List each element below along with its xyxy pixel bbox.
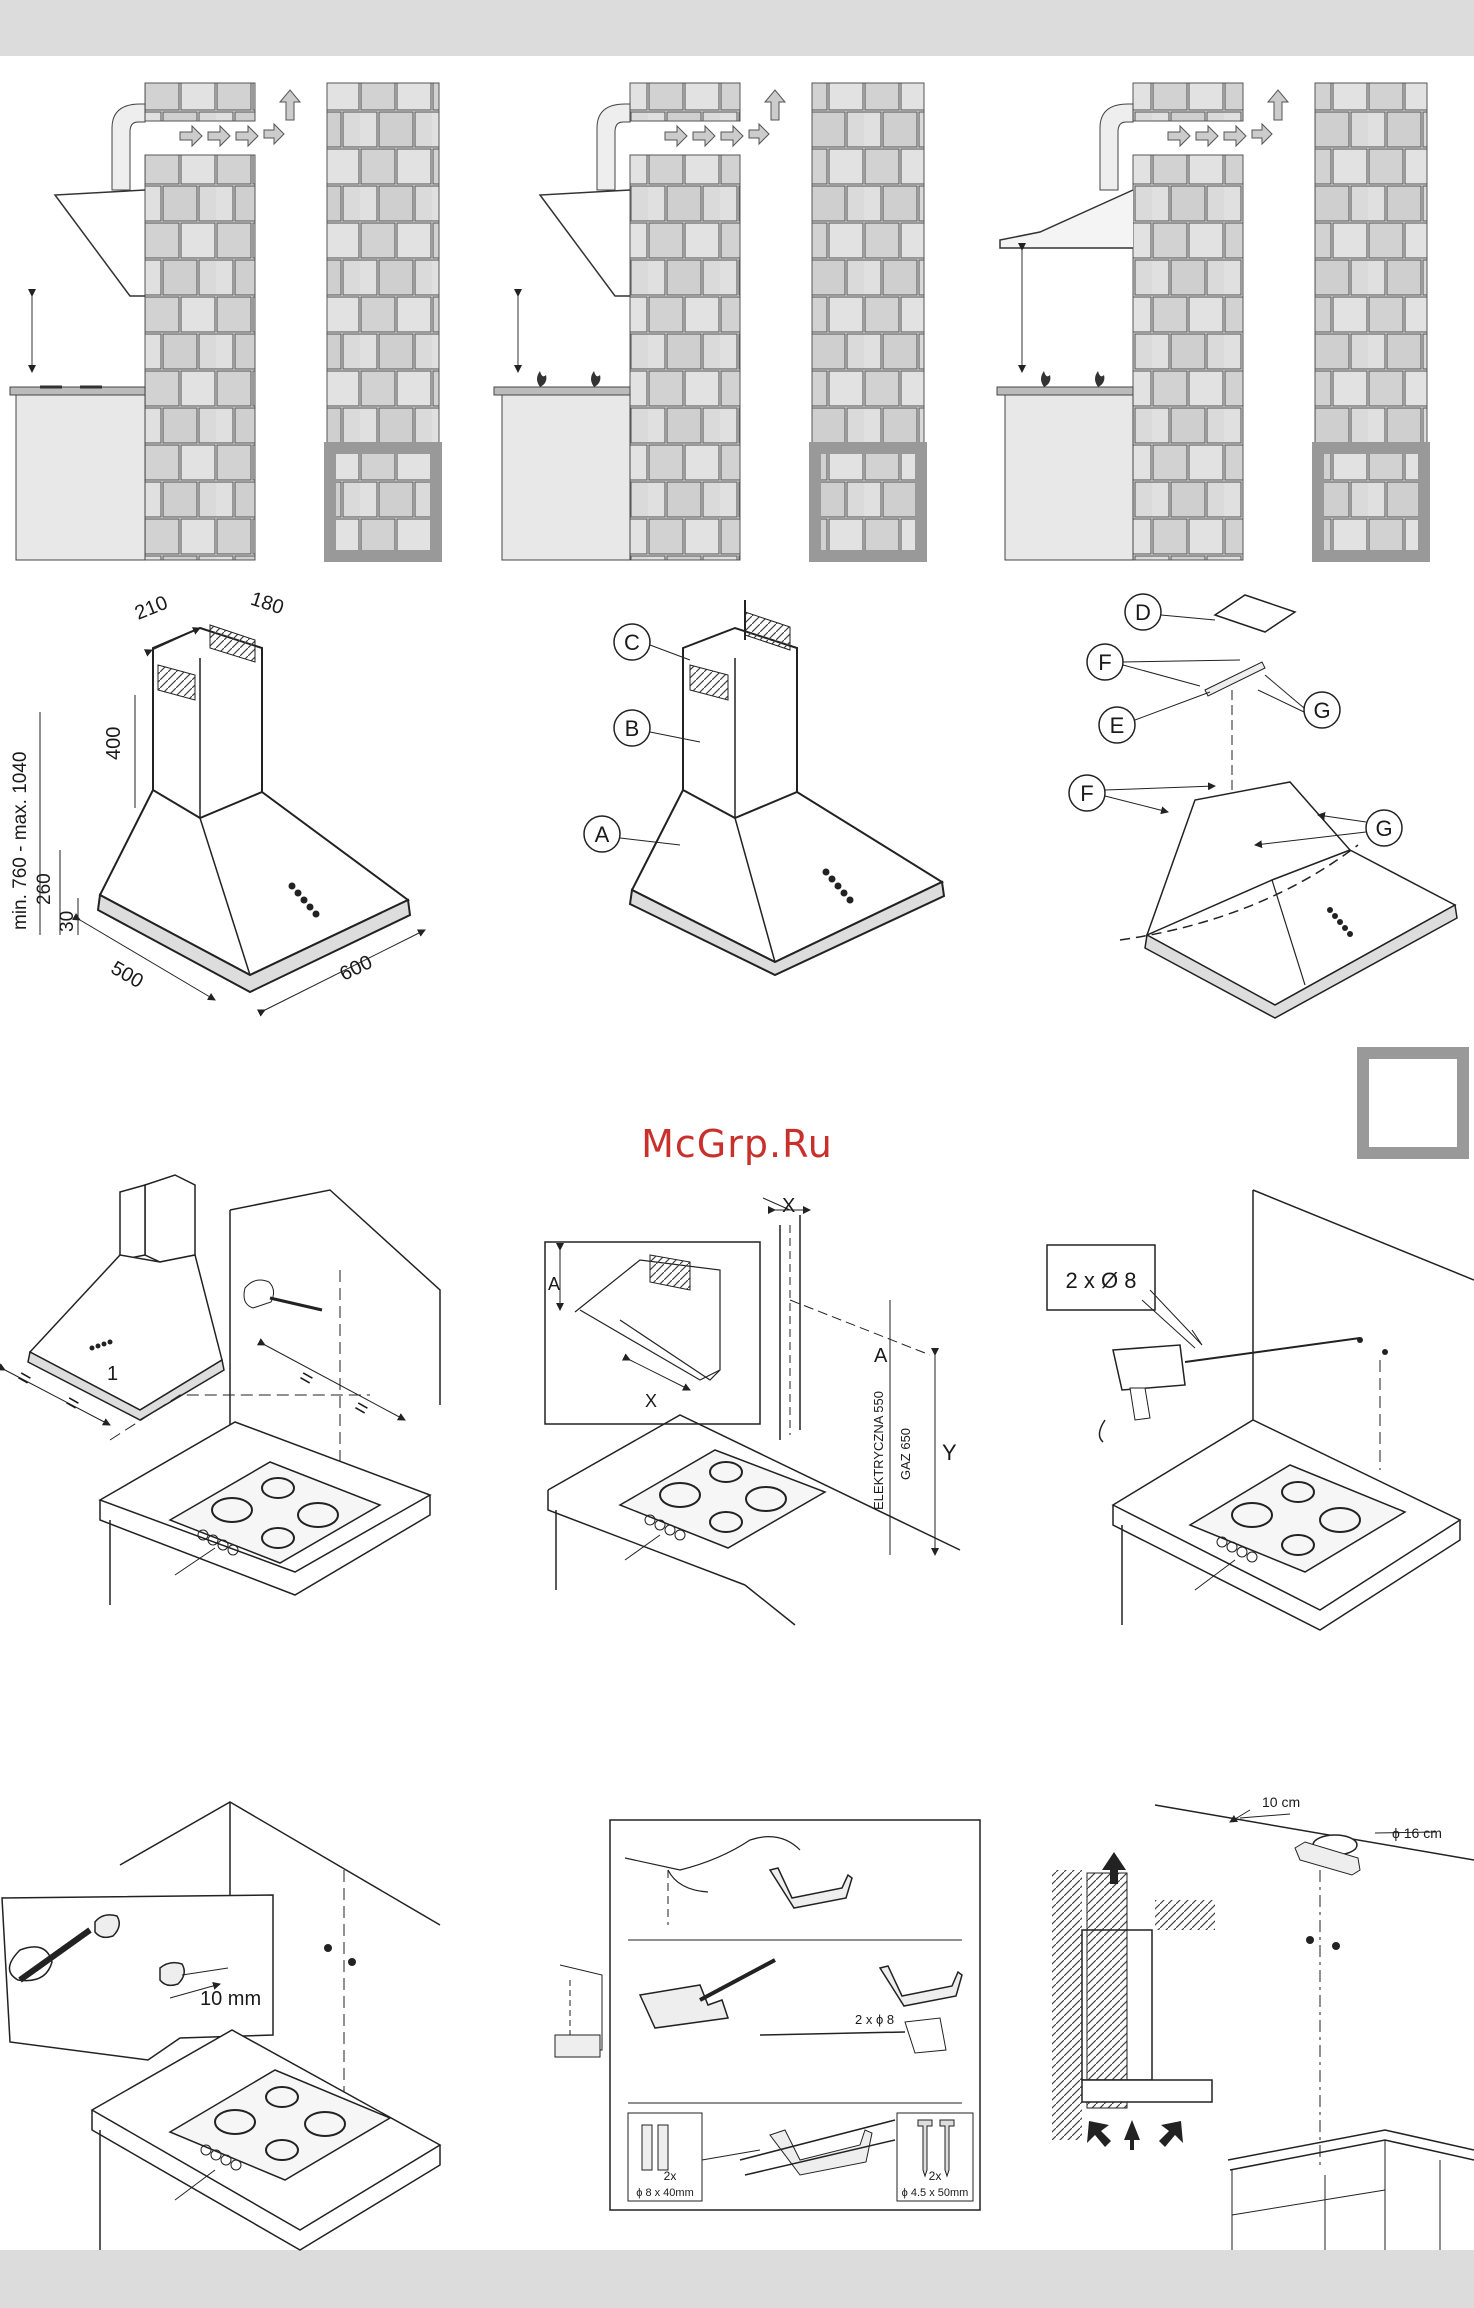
cabinet [16,395,145,560]
dim-chimney-height: 400 [103,727,125,760]
panel-marking-centre: 1 = = = = [5,1175,440,1605]
dim-chimney-depth: 180 [248,588,287,619]
plug-count: 2x [664,2169,677,2183]
panel-vent-options-2 [494,83,924,560]
flex-duct [112,104,145,190]
hood-outline [55,190,145,296]
clearance-label: 10 cm [1262,1794,1300,1810]
height-electric: ELEKTRYCZNA 550 [871,1391,886,1510]
drill-hole-spec: 2 x Ø 8 [1066,1268,1137,1293]
dim-rim-height: 30 [57,911,78,932]
panel-vent-options-1 [10,83,439,560]
panel-parts-exploded: D F E G F G [1069,594,1463,1153]
offset-x-label: X [782,1195,795,1217]
part-g-label-top: G [1313,698,1330,723]
panel-marking-height: A X X A Y ELEKTRYCZNA 550 GAZ 650 [545,1195,960,1625]
screw-size: ϕ 4.5 x 50mm [902,2187,969,2199]
hood-box [1082,2080,1212,2102]
intake-arrow-icon [1087,2121,1111,2147]
dim-height-range: min. 760 - max. 1040 [10,752,31,930]
dim-hood-width: 600 [336,951,376,985]
panel-drilling: 2 x Ø 8 [1047,1190,1474,1630]
wall-bricks [145,155,255,560]
dim-chimney-width: 210 [132,592,171,625]
equal-mark-3: = [295,1364,319,1392]
duct-diameter-label: ϕ 16 cm [1392,1825,1442,1841]
part-e-label: E [1110,713,1125,738]
screw-count: 2x [929,2169,942,2183]
part-g-label-bottom: G [1375,816,1392,841]
dim-canopy-height: 260 [34,873,55,905]
part-f-label-bottom: F [1080,781,1093,806]
offset-a-label: A [874,1345,888,1367]
watermark: McGrp.Ru [0,1122,1474,1166]
duct-stack [1087,1873,1127,2108]
mark-one: 1 [107,1363,118,1385]
screw-gap-label: 10 mm [200,1988,261,2010]
hand-pencil-icon [244,1280,274,1308]
wall-plug-icon [95,1915,119,1937]
panel-parts-a-b-c: C B A [584,600,944,975]
counter-top [10,387,145,395]
panel-bracket: 2 x ϕ 8 2x ϕ 8 x 40mm 2x ϕ 4.5 x 50mm [555,1820,980,2210]
dim-hood-depth: 500 [107,957,147,993]
height-y-label: Y [942,1440,957,1465]
part-d-plate [1215,595,1295,632]
part-a-label: A [595,822,610,847]
panel-dimensions: 210 180 400 min. 760 - max. 1040 260 30 … [10,588,425,1010]
part-c-label: C [624,630,640,655]
bracket-small-icon [555,2035,600,2057]
wall-hatching [1052,1870,1082,2140]
panel-screws: 10 mm [2,1802,440,2250]
panel-duct: 10 cm ϕ 16 cm [1052,1794,1474,2250]
bracket-drill-spec: 2 x ϕ 8 [855,2012,894,2027]
drill-icon [1130,1388,1150,1420]
height-gas: GAZ 650 [898,1428,913,1480]
gas-flame-icon [537,371,600,387]
equal-mark-1: = [13,1364,37,1392]
inset-x-label: X [645,1391,657,1411]
ceiling-hatching [1155,1900,1215,1930]
equal-mark-2: = [61,1389,85,1417]
part-b-label: B [625,716,640,741]
equal-mark-4: = [350,1394,374,1422]
hood-canopy [100,790,408,975]
inset-a-label: A [548,1274,560,1294]
side-wall-bricks [327,83,439,560]
ceiling-bricks [145,83,255,121]
part-e-bracket [1205,662,1265,696]
plug-size: ϕ 8 x 40mm [636,2187,694,2199]
part-d-label: D [1135,600,1151,625]
part-f-label-top: F [1098,650,1111,675]
panel-vent-options-3 [997,83,1427,560]
